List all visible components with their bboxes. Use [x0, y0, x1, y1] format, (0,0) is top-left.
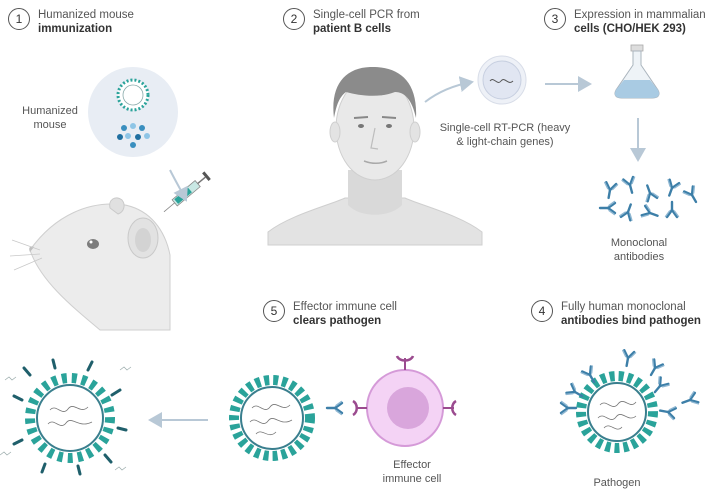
label-line: Effector — [393, 459, 431, 471]
flask-icon — [614, 44, 660, 99]
step-line2: antibodies bind pathogen — [561, 315, 701, 327]
patient-person-icon — [267, 66, 483, 246]
antigen-bubble-icon — [88, 67, 178, 157]
monoclonal-antibodies-icon — [598, 175, 703, 224]
step-2-heading: 2 Single-cell PCR from patient B cells — [283, 8, 420, 36]
mouse-icon — [9, 197, 171, 331]
step-line1: Humanized mouse — [38, 9, 134, 21]
pathogen-label: Pathogen — [587, 476, 647, 490]
step-line2: clears pathogen — [293, 315, 382, 327]
pathogen-with-antibodies-icon — [559, 348, 701, 453]
step-line1: Effector immune cell — [293, 301, 397, 313]
label-line: Single-cell RT-PCR (heavy — [439, 122, 571, 134]
label-line: Pathogen — [593, 477, 641, 489]
step-number: 1 — [8, 8, 30, 30]
step-line2: cells (CHO/HEK 293) — [574, 23, 686, 35]
label-line: antibodies — [613, 251, 665, 263]
step-number: 2 — [283, 8, 305, 30]
step-1-heading: 1 Humanized mouse immunization — [8, 8, 134, 36]
step-5-heading: 5 Effector immune cell clears pathogen — [263, 300, 397, 328]
syringe-icon — [163, 171, 211, 213]
step-line2: patient B cells — [313, 23, 391, 35]
humanized-mouse-label: Humanized mouse — [20, 104, 80, 132]
pcr-plate-icon — [477, 55, 527, 105]
effector-cell-label: Effector immune cell — [372, 458, 452, 486]
step-4-heading: 4 Fully human monoclonal antibodies bind … — [531, 300, 701, 328]
step-line1: Single-cell PCR from — [313, 9, 420, 21]
effector-cell-icon — [352, 355, 457, 447]
step-number: 4 — [531, 300, 553, 322]
pathogen-bound-icon — [229, 375, 344, 461]
step-3-heading: 3 Expression in mammalian cells (CHO/HEK … — [544, 8, 706, 36]
label-line: Humanized — [22, 105, 78, 117]
step-number: 3 — [544, 8, 566, 30]
step-line2: immunization — [38, 23, 113, 35]
step-number: 5 — [263, 300, 285, 322]
label-line: immune cell — [382, 473, 442, 485]
monoclonal-antibodies-label: Monoclonal antibodies — [592, 236, 686, 264]
step-line1: Fully human monoclonal — [561, 301, 686, 313]
step-line1: Expression in mammalian — [574, 9, 706, 21]
rtpcr-label: Single-cell RT-PCR (heavy & light-chain … — [430, 121, 580, 149]
label-line: & light-chain genes) — [456, 136, 554, 148]
cleared-pathogen-icon — [0, 358, 132, 476]
label-line: Monoclonal — [610, 237, 668, 249]
label-line: mouse — [33, 119, 67, 131]
flow-arrows — [148, 76, 646, 428]
